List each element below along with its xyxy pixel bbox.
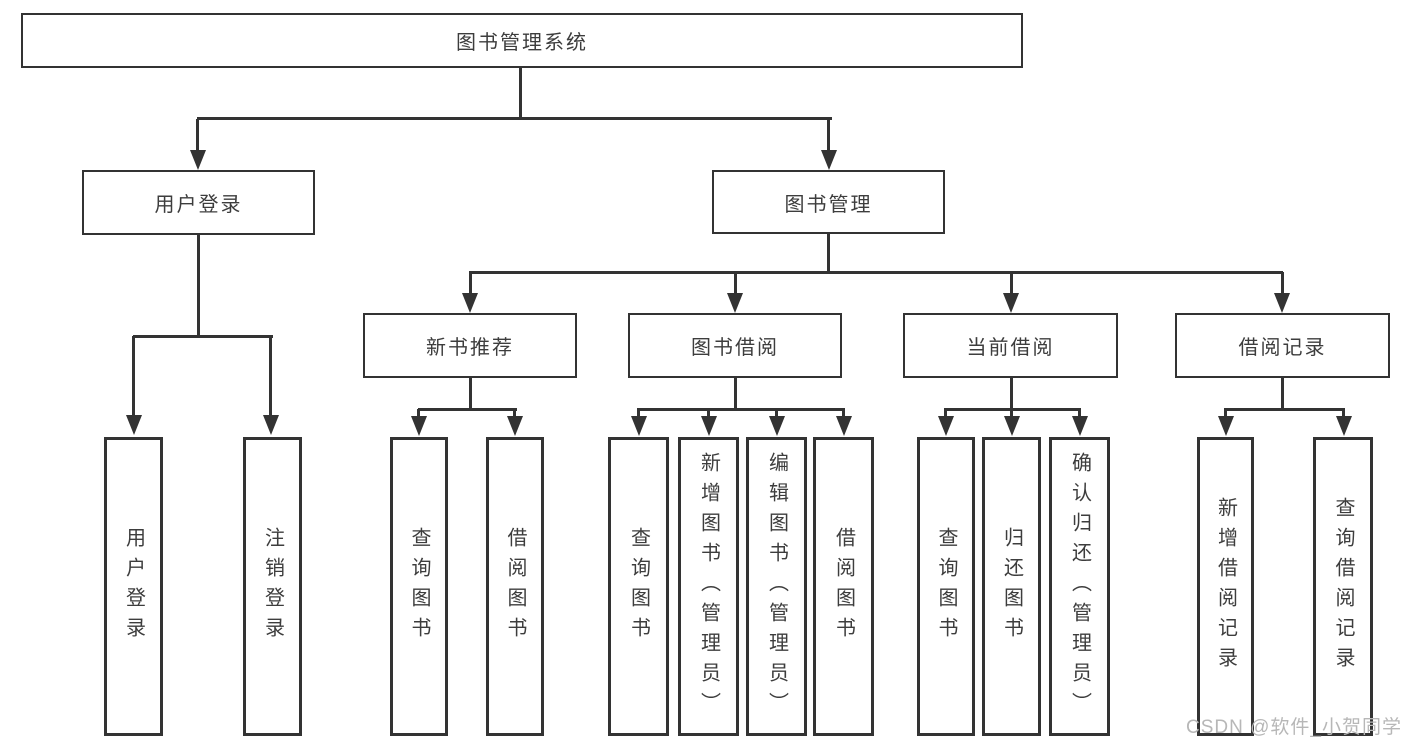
connector-arrow-stem bbox=[1010, 409, 1013, 418]
csdn-watermark: CSDN @软件_小贺同学 bbox=[1186, 717, 1402, 738]
leaf-label: 注销登录 bbox=[261, 526, 284, 647]
leaf-confirm-return-admin: 确认归还（管理员） bbox=[1049, 437, 1110, 736]
arrow-down-icon bbox=[462, 293, 478, 313]
node-user-login-branch: 用户登录 bbox=[82, 170, 315, 235]
arrow-down-icon bbox=[1004, 416, 1020, 436]
leaf-label: 编辑图书（管理员） bbox=[765, 451, 788, 722]
connector-rail-level2 bbox=[197, 117, 832, 120]
node-label: 当前借阅 bbox=[966, 337, 1055, 359]
leaf-user-login: 用户登录 bbox=[104, 437, 163, 736]
connector-stem-current-borrow bbox=[1010, 378, 1013, 411]
arrow-down-icon bbox=[507, 416, 523, 436]
node-new-book-recommend: 新书推荐 bbox=[363, 313, 577, 378]
leaf-borrow-books: 借阅图书 bbox=[813, 437, 874, 736]
leaf-label: 查询图书 bbox=[408, 526, 430, 647]
node-label: 新书推荐 bbox=[426, 337, 514, 359]
arrow-down-icon bbox=[727, 293, 743, 313]
connector-arrow-stem bbox=[513, 409, 516, 418]
arrow-down-icon bbox=[701, 416, 717, 436]
arrow-down-icon bbox=[1336, 416, 1352, 436]
leaf-label: 确认归还（管理员） bbox=[1068, 451, 1091, 722]
leaf-label: 借阅图书 bbox=[832, 526, 855, 647]
connector-arrow-stem bbox=[469, 272, 472, 295]
leaf-add-books-admin: 新增图书（管理员） bbox=[678, 437, 739, 736]
node-current-borrow: 当前借阅 bbox=[903, 313, 1118, 378]
leaf-label: 新增图书（管理员） bbox=[697, 451, 720, 722]
node-label: 图书管理 bbox=[784, 193, 873, 216]
connector-rail-new-book-children bbox=[418, 408, 517, 411]
connector-stem-borrow-record bbox=[1281, 378, 1284, 411]
leaf-label: 查询借阅记录 bbox=[1332, 496, 1354, 677]
leaf-label: 用户登录 bbox=[122, 526, 145, 647]
leaf-logout: 注销登录 bbox=[243, 437, 302, 736]
leaf-label: 借阅图书 bbox=[504, 526, 526, 647]
arrow-down-icon bbox=[263, 415, 279, 435]
connector-rail-level3 bbox=[469, 271, 1283, 274]
leaf-label: 查询图书 bbox=[627, 526, 650, 647]
leaf-return-books: 归还图书 bbox=[982, 437, 1041, 736]
arrow-down-icon bbox=[769, 416, 785, 436]
connector-arrow-stem bbox=[842, 409, 845, 418]
connector-arrow-stem bbox=[1078, 409, 1081, 418]
node-root-system: 图书管理系统 bbox=[21, 13, 1023, 68]
connector-arrow-stem bbox=[1342, 409, 1345, 418]
arrow-down-icon bbox=[1072, 416, 1088, 436]
arrow-down-icon bbox=[1003, 293, 1019, 313]
arrow-down-icon bbox=[1274, 293, 1290, 313]
connector-stem-user-login bbox=[197, 235, 200, 338]
arrow-down-icon bbox=[821, 150, 837, 170]
connector-arrow-stem bbox=[775, 409, 778, 418]
node-book-management: 图书管理 bbox=[712, 170, 945, 234]
connector-arrow-stem bbox=[734, 272, 737, 295]
connector-arrow-stem bbox=[1224, 409, 1227, 418]
arrow-down-icon bbox=[126, 415, 142, 435]
node-label: 图书管理系统 bbox=[456, 32, 588, 54]
arrow-down-icon bbox=[411, 416, 427, 436]
leaf-add-borrow-record: 新增借阅记录 bbox=[1197, 437, 1254, 736]
connector-arrow-stem bbox=[132, 336, 135, 416]
leaf-query-books-borrow: 查询图书 bbox=[608, 437, 669, 736]
arrow-down-icon bbox=[190, 150, 206, 170]
arrow-down-icon bbox=[836, 416, 852, 436]
leaf-label: 归还图书 bbox=[1000, 526, 1023, 647]
node-borrow-record: 借阅记录 bbox=[1175, 313, 1390, 378]
connector-stem-book-mgmt bbox=[827, 233, 830, 274]
connector-arrow-stem bbox=[1281, 272, 1284, 295]
leaf-label: 新增借阅记录 bbox=[1214, 496, 1237, 677]
connector-rail-borrow-record-children bbox=[1224, 408, 1345, 411]
leaf-borrow-books-recommend: 借阅图书 bbox=[486, 437, 544, 736]
node-label: 图书借阅 bbox=[691, 337, 779, 359]
leaf-query-books-current: 查询图书 bbox=[917, 437, 975, 736]
leaf-label: 查询图书 bbox=[935, 526, 957, 647]
leaf-query-books-recommend: 查询图书 bbox=[390, 437, 448, 736]
connector-arrow-stem bbox=[269, 336, 272, 416]
leaf-edit-books-admin: 编辑图书（管理员） bbox=[746, 437, 807, 736]
connector-arrow-stem bbox=[417, 409, 420, 418]
connector-arrow-stem bbox=[827, 119, 830, 152]
connector-stem-new-book bbox=[469, 378, 472, 411]
connector-arrow-stem bbox=[707, 409, 710, 418]
connector-arrow-stem bbox=[944, 409, 947, 418]
node-book-borrow: 图书借阅 bbox=[628, 313, 842, 378]
arrow-down-icon bbox=[631, 416, 647, 436]
connector-stem-book-borrow bbox=[734, 378, 737, 411]
connector-arrow-stem bbox=[1010, 272, 1013, 295]
arrow-down-icon bbox=[938, 416, 954, 436]
connector-arrow-stem bbox=[196, 119, 199, 152]
connector-rail-user-login-children bbox=[133, 335, 273, 338]
connector-stem-root bbox=[519, 68, 522, 119]
arrow-down-icon bbox=[1218, 416, 1234, 436]
node-label: 用户登录 bbox=[154, 194, 243, 216]
connector-arrow-stem bbox=[637, 409, 640, 418]
connector-rail-book-borrow-children bbox=[637, 408, 845, 411]
leaf-query-borrow-record: 查询借阅记录 bbox=[1313, 437, 1373, 736]
node-label: 借阅记录 bbox=[1238, 337, 1327, 359]
